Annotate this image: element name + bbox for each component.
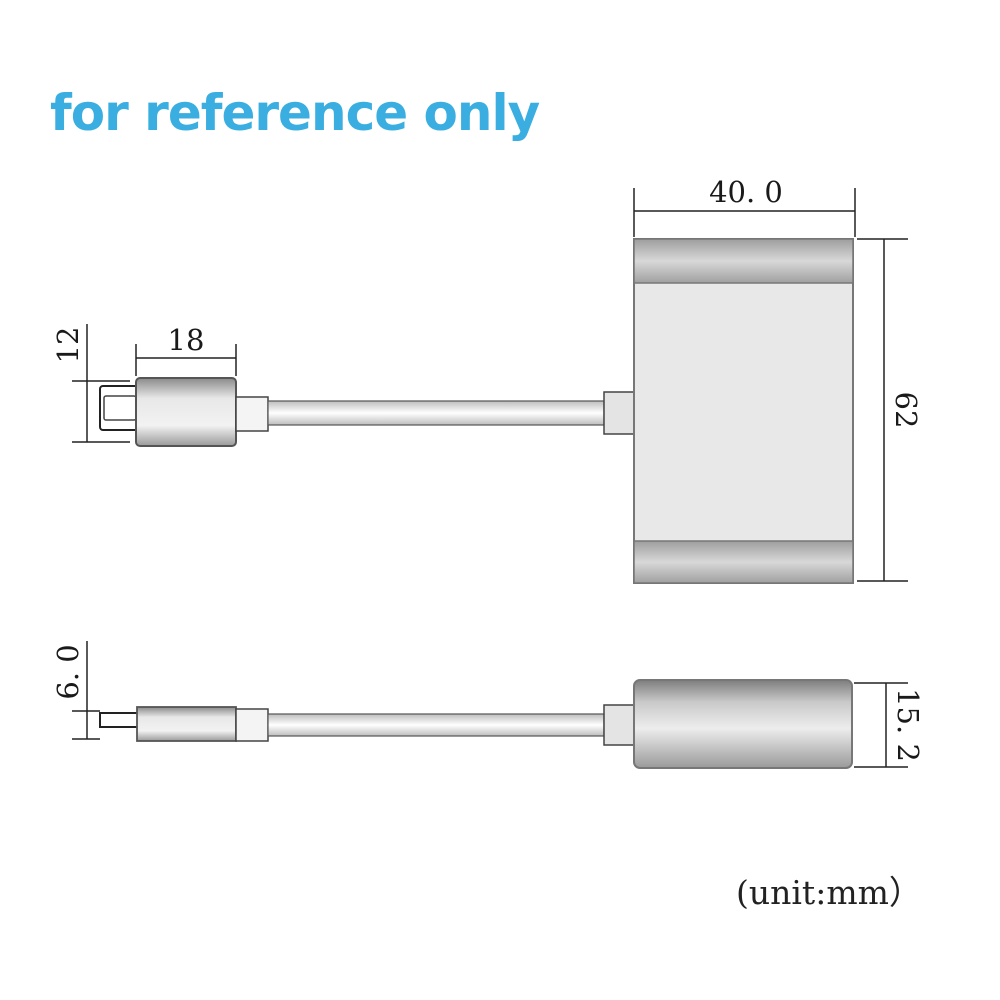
- plug-height-label: 12: [51, 327, 85, 364]
- plug-length-dimension: [135, 344, 237, 376]
- hub-body: [633, 238, 854, 584]
- hub-thickness-label: 15. 2: [891, 688, 925, 762]
- plug-housing: [135, 377, 237, 447]
- hub-width-label: 40. 0: [709, 175, 783, 209]
- side-strain-relief: [235, 708, 269, 742]
- hub-top-band: [633, 238, 854, 284]
- top-view: 40. 0 62 18 12: [51, 175, 923, 584]
- plug-thickness-dimension: [72, 641, 100, 740]
- side-cable: [267, 713, 605, 737]
- hub-bottom-band: [633, 540, 854, 584]
- hub-height-dimension: [857, 238, 908, 582]
- hub-width-dimension: [633, 188, 856, 237]
- plug-height-dimension: [72, 324, 130, 443]
- hub-connector: [603, 391, 635, 435]
- side-usb-c-tip: [99, 712, 139, 728]
- plug-length-label: 18: [168, 323, 205, 357]
- side-view: 6. 0 15. 2: [51, 641, 925, 769]
- hub-height-label: 62: [889, 392, 923, 429]
- cable: [267, 400, 605, 426]
- side-plug-housing: [136, 706, 237, 742]
- reference-note: for reference only: [50, 84, 540, 142]
- hub-thickness-dimension: [854, 682, 908, 768]
- strain-relief: [235, 396, 269, 432]
- side-hub-body: [633, 679, 853, 769]
- side-hub-connector: [603, 704, 635, 746]
- plug-thickness-label: 6. 0: [51, 644, 85, 699]
- usb-c-tip: [99, 385, 139, 431]
- unit-note: (unit:mm）: [736, 873, 922, 912]
